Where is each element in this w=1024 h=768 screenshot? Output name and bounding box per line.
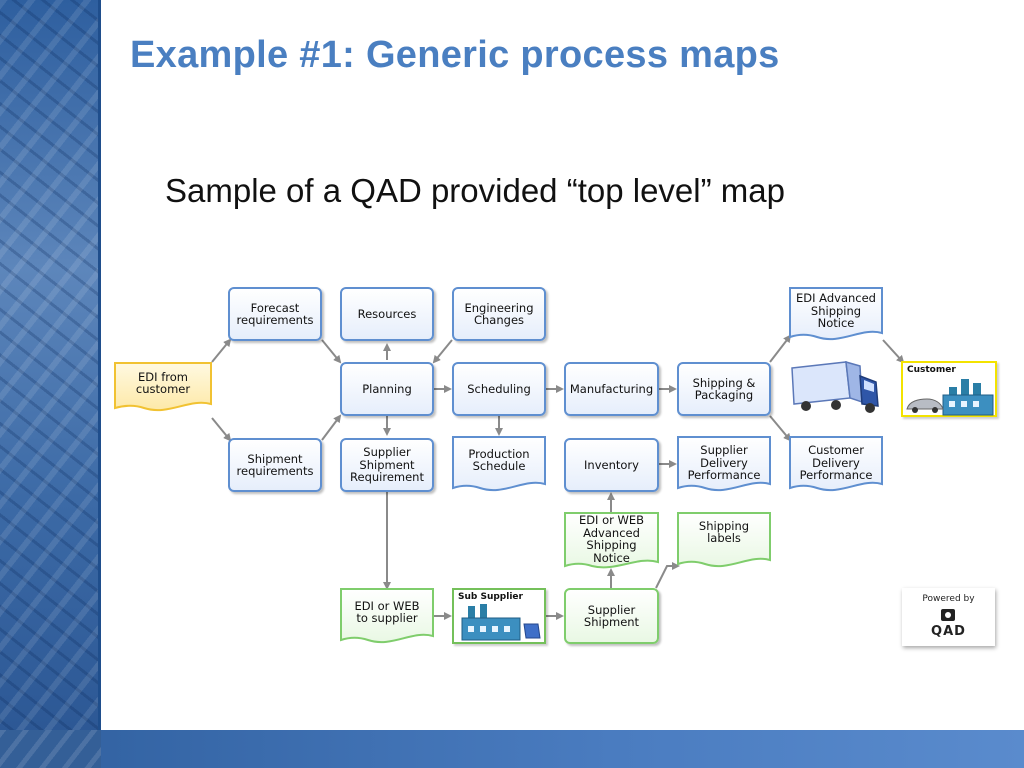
- node-label: EDI from customer: [135, 369, 191, 396]
- qad-brand-text: QAD: [931, 624, 966, 639]
- arrow-shipment-to-planning: [321, 414, 342, 441]
- node-shipping-labels: Shipping labels: [677, 512, 771, 570]
- node-shipping-packaging: Shipping & Packaging: [677, 362, 771, 416]
- factory-car-icon: [906, 379, 994, 416]
- node-label: EDI or WEB Advanced Shipping Notice: [578, 513, 645, 565]
- arrow-shipping-to-customer-delivery: [769, 415, 792, 442]
- node-production-schedule: Production Schedule: [452, 436, 546, 494]
- node-label: Customer Delivery Performance: [799, 443, 873, 483]
- arrow-edi-to-shipment: [211, 417, 232, 442]
- node-planning: Planning: [340, 362, 434, 416]
- arrow-shipping-to-asn: [769, 334, 792, 363]
- slide-title: Example #1: Generic process maps: [130, 34, 780, 76]
- factory-icon: [461, 604, 541, 641]
- document-shape: [340, 588, 434, 644]
- node-manufacturing: Manufacturing: [564, 362, 659, 416]
- node-label: Production Schedule: [468, 446, 530, 473]
- powered-by-qad-badge: Powered by QAD: [902, 588, 995, 646]
- node-supplier-shipment-requirement: Supplier Shipment Requirement: [340, 438, 434, 492]
- slide-subtitle: Sample of a QAD provided “top level” map: [165, 172, 785, 209]
- node-edi-from-customer: EDI from customer: [114, 362, 212, 414]
- truck-icon: [791, 360, 879, 413]
- node-supplier-delivery-performance: Supplier Delivery Performance: [677, 436, 771, 494]
- node-customer-delivery-performance: Customer Delivery Performance: [789, 436, 883, 494]
- sub-supplier-label: Sub Supplier: [458, 592, 523, 602]
- document-shape: [789, 436, 883, 492]
- node-forecast-requirements: Forecast requirements: [228, 287, 322, 341]
- footer-bar: [0, 730, 1024, 768]
- node-edi-web-to-supplier: EDI or WEB to supplier: [340, 588, 434, 646]
- arrow-edi-to-forecast: [211, 338, 232, 363]
- powered-by-text: Powered by: [922, 594, 975, 604]
- node-label: Shipping labels: [698, 518, 750, 545]
- node-shipment-requirements: Shipment requirements: [228, 438, 322, 492]
- node-resources: Resources: [340, 287, 434, 341]
- customer-label: Customer: [907, 365, 956, 375]
- arrow-shipment-to-labels: [655, 562, 680, 589]
- node-label: EDI or WEB to supplier: [354, 598, 420, 625]
- node-edi-web-asn: EDI or WEB Advanced Shipping Notice: [564, 512, 659, 570]
- document-shape: [114, 362, 212, 412]
- node-label: Supplier Delivery Performance: [687, 443, 761, 483]
- arrow-asn-to-customer: [882, 339, 905, 364]
- node-engineering-changes: Engineering Changes: [452, 287, 546, 341]
- node-inventory: Inventory: [564, 438, 659, 492]
- decorative-side-photo: [0, 0, 101, 768]
- node-scheduling: Scheduling: [452, 362, 546, 416]
- document-shape: [789, 287, 883, 341]
- node-label: EDI Advanced Shipping Notice: [796, 291, 876, 331]
- document-shape: [564, 512, 659, 569]
- arrow-engineering-to-planning: [432, 339, 453, 364]
- sub-supplier-picture: Sub Supplier: [452, 588, 546, 644]
- document-shape: [677, 512, 771, 568]
- node-supplier-shipment: Supplier Shipment: [564, 588, 659, 644]
- arrow-forecast-to-planning: [321, 339, 342, 364]
- document-shape: [452, 436, 546, 492]
- qad-logo-icon: [941, 609, 955, 621]
- document-shape: [677, 436, 771, 492]
- customer-picture: Customer: [901, 361, 997, 417]
- node-edi-advanced-shipping-notice: EDI Advanced Shipping Notice: [789, 287, 883, 343]
